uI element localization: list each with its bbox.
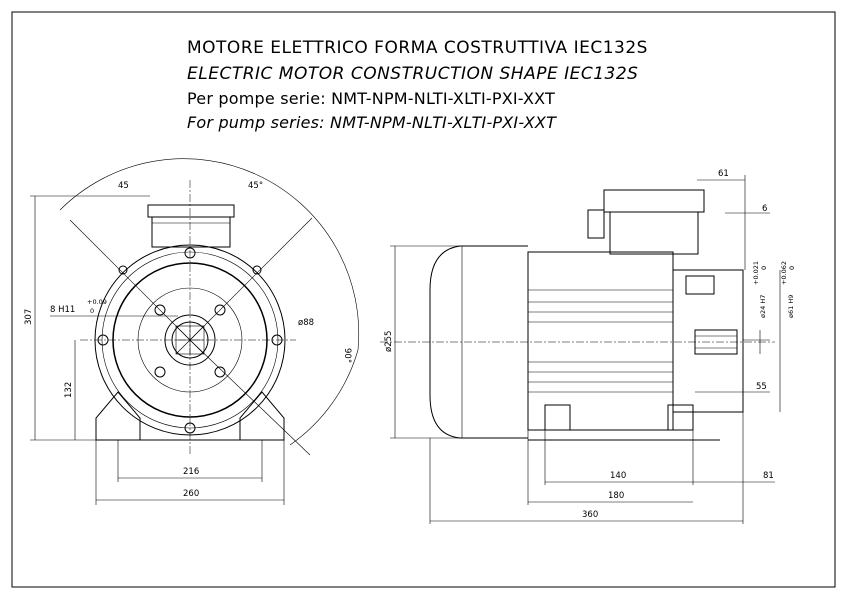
fan-cover (429, 245, 528, 439)
bolt-circle (137, 287, 243, 393)
bolt-hole-right (271, 334, 283, 346)
housing-outer (94, 244, 286, 436)
feet-span-label: 216 (183, 467, 199, 477)
keyway-label: 8 H11 (50, 305, 75, 315)
title-block: MOTORE ELETTRICO FORMA COSTRUTTIVA IEC13… (187, 38, 648, 132)
flange-hole-br (214, 366, 226, 378)
angle-left-label: 45 (118, 181, 129, 191)
title-english: ELECTRIC MOTOR CONSTRUCTION SHAPE IEC132… (187, 64, 638, 84)
foot-left (95, 391, 141, 441)
dim-81-label: 81 (763, 471, 774, 481)
shaft-height-label: 132 (64, 382, 74, 398)
shaft (694, 329, 738, 355)
pilot-diameter-label: ø61 H9 (787, 295, 795, 318)
side-view: ø255 61 6 ø24 H7 +0.021 0 ø61 H9 +0.062 … (380, 169, 796, 524)
keyway-tol-lower: 0 (90, 307, 94, 315)
bolt-hole-top (184, 247, 196, 259)
flange-circle (112, 262, 268, 418)
base-width-label: 260 (183, 489, 199, 499)
angle-arc (59, 158, 359, 351)
housing-fin-ring (101, 251, 279, 429)
hatched-flange-detail (685, 275, 715, 295)
angle-90-label: 90° (342, 348, 352, 363)
keyway-tol-upper: +0.09 (87, 298, 107, 306)
angle-arc-lower (289, 349, 359, 446)
angle-right-label: 45° (248, 181, 263, 191)
front-view: 45 45° 90° (24, 158, 359, 505)
flange-hole-bl (154, 366, 166, 378)
pilot-tol-upper: +0.062 (780, 261, 788, 285)
motor-body (527, 251, 674, 431)
shaft-tol-upper: +0.021 (752, 261, 760, 285)
flange-side (672, 269, 744, 413)
foot-right (239, 391, 285, 441)
side-foot-left (544, 404, 571, 431)
angle-ray-bottom (189, 339, 311, 456)
terminal-box-side-lid (603, 189, 705, 213)
title-italian: MOTORE ELETTRICO FORMA COSTRUTTIVA IEC13… (187, 38, 648, 58)
bolt-hole-bottom (184, 422, 196, 434)
pump-series-english: For pump series: NMT-NPM-NLTI-XLTI-PXI-X… (187, 113, 557, 132)
pump-series-italian: Per pompe serie: NMT-NPM-NLTI-XLTI-PXI-X… (187, 89, 555, 108)
terminal-box (151, 216, 231, 248)
flange-diameter-label: ø255 (384, 331, 394, 352)
dim-6-label: 6 (762, 204, 767, 214)
sheet-border (11, 11, 836, 588)
shaft-diameter-label: ø24 H7 (759, 295, 767, 318)
overall-length-label: 360 (582, 510, 598, 520)
side-foot-right (667, 404, 694, 431)
angle-ray-left (69, 219, 191, 341)
shaft-tol-lower: 0 (760, 266, 768, 270)
flange-hole-tl (154, 304, 166, 316)
terminal-box-lid (147, 204, 235, 218)
angle-ray-right (189, 217, 313, 341)
pilot-tol-lower: 0 (788, 266, 796, 270)
height-307-label: 307 (24, 309, 34, 325)
dim-61-label: 61 (718, 169, 729, 179)
bore-label: ø88 (298, 318, 314, 328)
dim-55-label: 55 (756, 382, 767, 392)
foot-length-label: 180 (608, 491, 624, 501)
bolt-hole-left (97, 334, 109, 346)
shaft-hub (164, 314, 216, 366)
flange-hole-tr (214, 304, 226, 316)
terminal-box-side (609, 211, 699, 255)
cable-gland (587, 209, 605, 239)
shaft-bore (171, 321, 209, 359)
foot-spacing-label: 140 (610, 471, 626, 481)
